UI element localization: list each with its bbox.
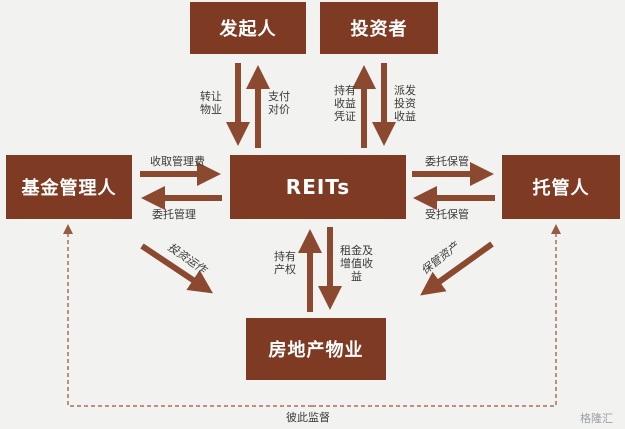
label-entrust-management: 委托管理 xyxy=(152,208,196,221)
node-custodian: 托管人 xyxy=(502,155,620,219)
node-sponsor: 发起人 xyxy=(190,2,306,54)
node-fund-manager: 基金管理人 xyxy=(6,155,132,219)
label-rent-income: 租金及 增值收 益 xyxy=(340,244,373,283)
arrow-custody-assets xyxy=(420,241,494,296)
label-collect-fee: 收取管理费 xyxy=(150,155,205,168)
arrow-supervision-left xyxy=(63,224,312,407)
watermark: 格隆汇 xyxy=(580,412,613,425)
label-transfer-property: 转让 物业 xyxy=(200,90,222,116)
label-entrust-custody: 委托保管 xyxy=(425,155,469,168)
node-reits: REITs xyxy=(230,155,406,219)
arrow-supervision-right xyxy=(312,224,561,407)
arrow-investment-operation xyxy=(140,243,213,294)
label-mutual-supervision: 彼此监督 xyxy=(286,411,330,424)
label-pay-price: 支付 对价 xyxy=(268,90,290,116)
label-distribute-income: 派发 投资 收益 xyxy=(394,84,416,123)
node-property: 房地产物业 xyxy=(246,318,386,380)
label-accept-custody: 受托保管 xyxy=(425,208,469,221)
label-hold-property: 持有 产权 xyxy=(274,250,296,276)
label-holding-certificate: 持有 收益 凭证 xyxy=(334,84,356,123)
node-investor: 投资者 xyxy=(320,2,438,54)
